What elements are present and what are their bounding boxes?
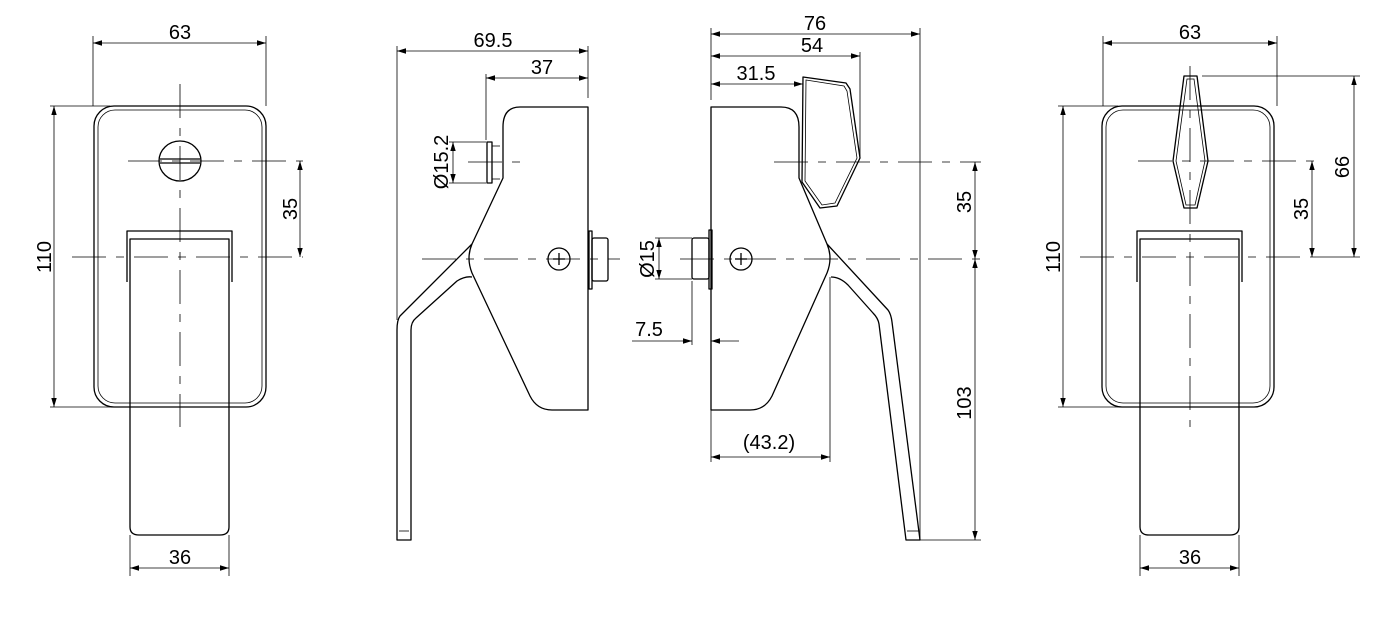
dim-height-110: 110 [34,241,56,273]
dim-depth-76: 76 [804,13,826,35]
dim-reach-43-2: (43.2) [743,432,795,454]
handle [826,243,921,541]
lever-paddle [801,76,861,209]
escutcheon-plate [1101,105,1275,408]
dim-depth-54: 54 [801,35,823,57]
spindle-stub [691,237,710,280]
left-side-view: 69.5 37 Ø15.2 [396,30,620,541]
rear-view: 63 110 35 66 36 [1043,22,1360,576]
spring-knob [591,237,609,282]
lever [129,238,230,536]
dim-offset-35: 35 [1291,198,1313,220]
housing-body [710,106,831,411]
dim-offset-35: 35 [280,198,302,220]
dim-offset-35: 35 [954,191,976,213]
dim-lever-width-36: 36 [1179,547,1201,569]
dim-diameter-15-2: Ø15.2 [431,135,453,189]
dim-length-103: 103 [954,386,976,419]
dim-depth-31-5: 31.5 [737,63,776,85]
spindle-stub [486,141,493,184]
right-side-view: 76 54 31.5 Ø15 7.5 (43.2) 35 103 [632,13,981,541]
lever-bracket [1136,230,1243,282]
dim-width-63: 63 [169,22,191,44]
dim-diameter-15: Ø15 [637,240,659,278]
knob [1172,75,1209,209]
dim-depth-37: 37 [531,57,553,79]
front-view: 63 110 35 36 [34,22,303,576]
dim-height-110: 110 [1043,241,1065,273]
dim-offset-7-5: 7.5 [635,319,663,341]
dim-lever-width-36: 36 [169,547,191,569]
lever [1139,238,1240,536]
handle [396,243,473,541]
housing-body [468,106,589,411]
lever-bracket [126,230,233,282]
dim-depth-69-5: 69.5 [474,30,513,52]
dim-width-63: 63 [1179,22,1201,44]
dim-knob-height-66: 66 [1332,156,1354,178]
